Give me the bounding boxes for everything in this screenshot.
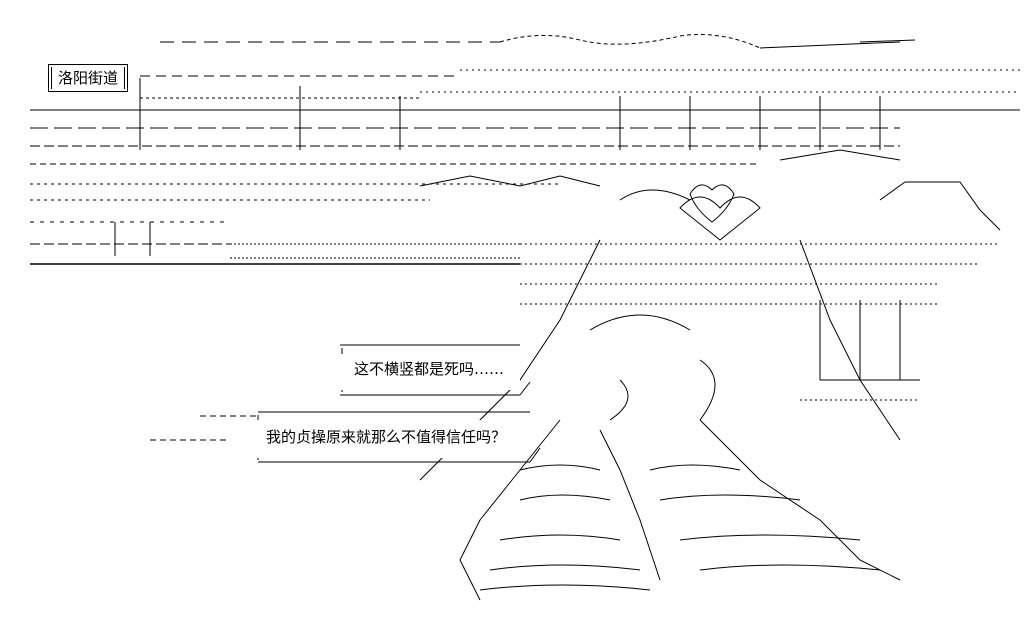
scene-linework: [30, 34, 1020, 601]
location-title: 洛阳街道: [57, 69, 118, 87]
speech-text-2: 我的贞操原来就那么不值得信任吗？: [266, 428, 507, 446]
speech-bubble-outlines: [257, 344, 541, 463]
speech-bubble-1: 这不横竖都是死吗……: [340, 354, 520, 390]
location-title-box: 洛阳街道: [48, 64, 128, 92]
speech-bubble-2: 我的贞操原来就那么不值得信任吗？: [254, 420, 526, 458]
speech-text-1: 这不横竖都是死吗……: [354, 360, 505, 378]
